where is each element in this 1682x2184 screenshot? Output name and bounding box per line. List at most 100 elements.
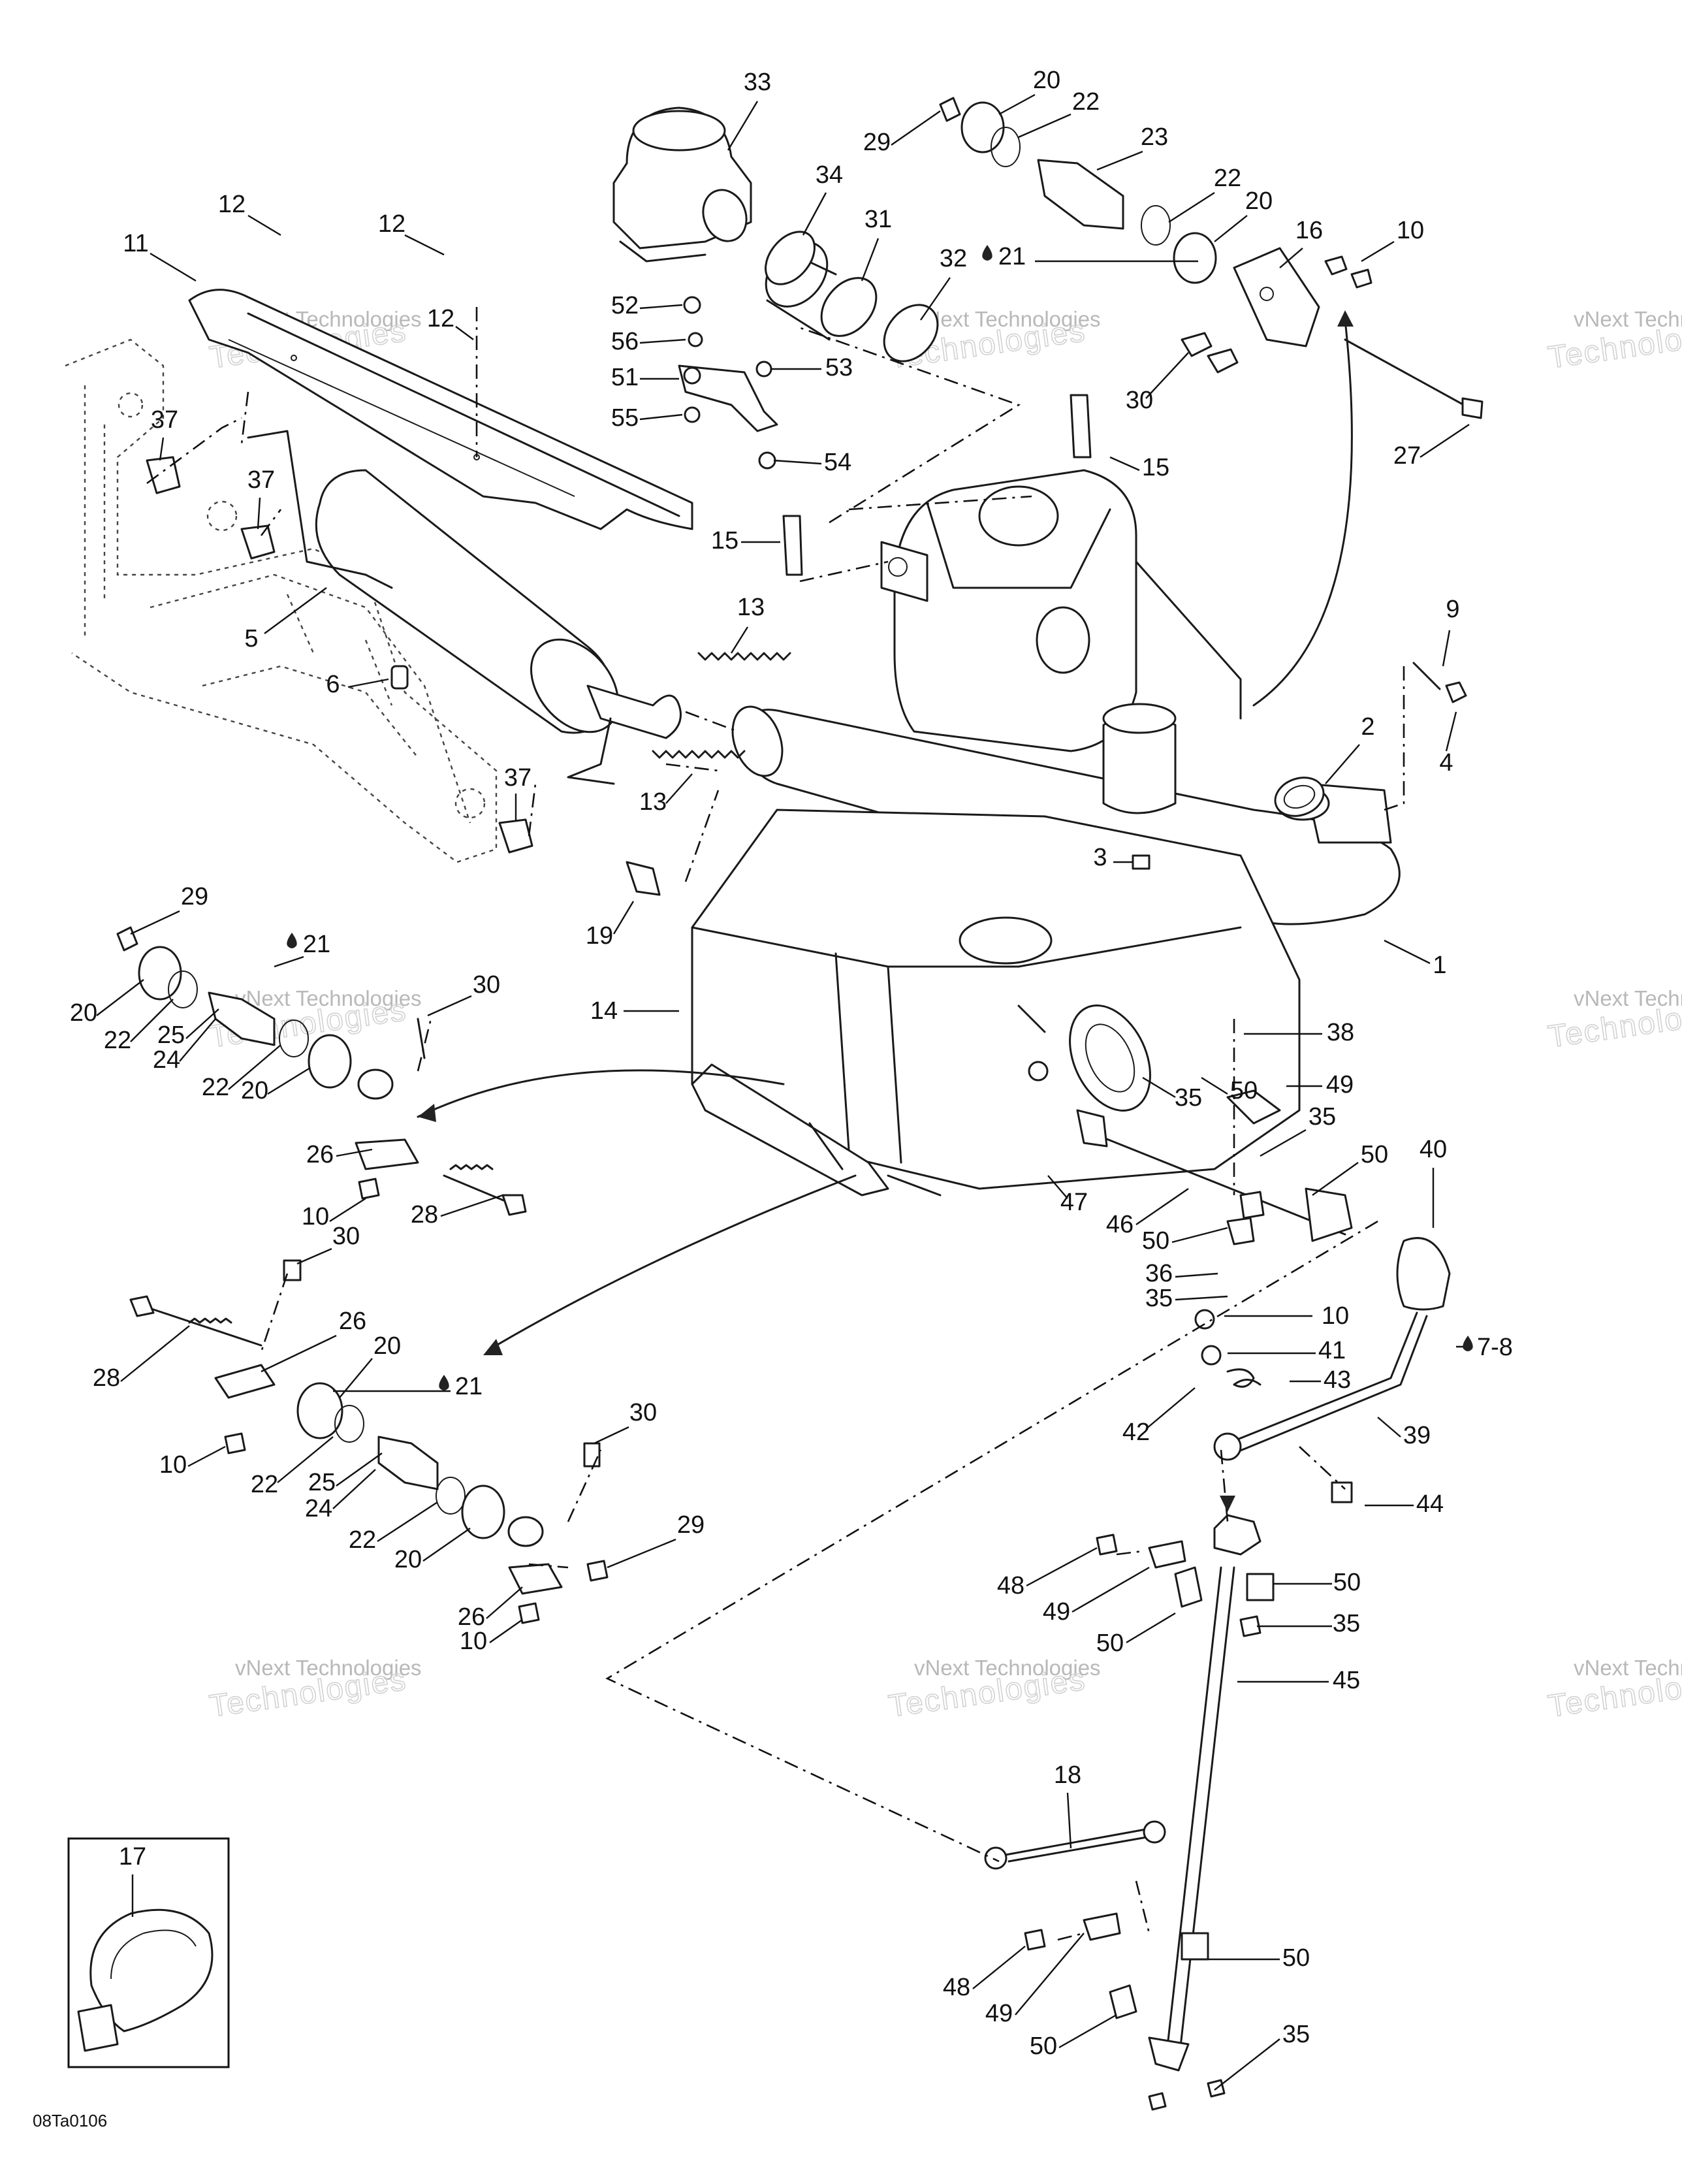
hose-clip xyxy=(626,861,661,896)
part-label-10d: 10 xyxy=(159,1451,187,1479)
callout-line-50g xyxy=(1201,1076,1228,1095)
arrow-head xyxy=(418,1104,436,1122)
part-label-11: 11 xyxy=(123,230,148,257)
part-label-49c: 49 xyxy=(985,2000,1013,2027)
callout-line-35c xyxy=(1175,1295,1228,1301)
callout-line-50a xyxy=(1312,1162,1359,1196)
callout-line-30a xyxy=(1145,352,1189,399)
part-label-18: 18 xyxy=(1054,1761,1081,1789)
part-label-25b: 25 xyxy=(308,1469,336,1496)
callout-line-29c xyxy=(607,1538,676,1569)
watermark-text: vNext Technologies xyxy=(235,986,422,1010)
carburetor xyxy=(612,106,752,263)
oil-drop-icon xyxy=(982,245,992,261)
part-label-55: 55 xyxy=(611,404,639,432)
upper-engine-mount xyxy=(939,97,1484,419)
arrow-head xyxy=(1220,1496,1235,1512)
part-label-50a: 50 xyxy=(1361,1141,1388,1168)
callout-line-13b xyxy=(665,773,693,804)
callout-line-37b xyxy=(257,497,261,530)
callout-line-32 xyxy=(920,277,951,321)
left-lower-mount xyxy=(129,1259,609,1624)
callout-line-29b xyxy=(130,910,180,935)
part-label-52: 52 xyxy=(611,292,639,319)
part-label-13a: 13 xyxy=(737,594,765,621)
callout-line-22b xyxy=(1168,191,1215,223)
part-label-30a: 30 xyxy=(1126,387,1153,414)
part-label-23: 23 xyxy=(1141,123,1168,151)
callout-line-10e xyxy=(489,1619,523,1643)
part-label-49a: 49 xyxy=(1326,1071,1354,1099)
part-label-13b: 13 xyxy=(639,788,667,816)
callout-line-10d xyxy=(187,1445,226,1468)
shift-lever xyxy=(1194,1237,1451,1503)
oil-drop-icon xyxy=(439,1375,449,1390)
part-label-17: 17 xyxy=(119,1843,146,1871)
part-label-40: 40 xyxy=(1420,1136,1447,1163)
callout-line-26b xyxy=(261,1334,337,1373)
exhaust-gasket xyxy=(1274,777,1325,817)
callout-line-22a xyxy=(1018,113,1071,138)
callout-line-18 xyxy=(1066,1792,1072,1849)
part-label-1: 1 xyxy=(1433,952,1446,979)
part-label-39: 39 xyxy=(1403,1422,1431,1449)
callout-line-22f xyxy=(377,1501,438,1543)
part-label-50b: 50 xyxy=(1142,1227,1169,1255)
part-label-25a: 25 xyxy=(157,1021,185,1049)
engine xyxy=(691,469,1301,1196)
shift-rod xyxy=(1148,1514,1262,2111)
callout-line-35e xyxy=(1214,2038,1280,2091)
part-label-34: 34 xyxy=(816,161,843,189)
linkage-rod xyxy=(984,1820,1166,1870)
clamps xyxy=(765,231,939,362)
part-label-45: 45 xyxy=(1333,1667,1360,1694)
part-label-28a: 28 xyxy=(411,1201,438,1228)
part-label-10c: 10 xyxy=(1322,1302,1349,1330)
callout-line-12c xyxy=(455,326,474,340)
callout-line-37a xyxy=(159,437,165,461)
arrow-head xyxy=(1337,310,1354,327)
callout-line-20c xyxy=(96,979,144,1016)
callout-line-31 xyxy=(861,238,880,281)
part-label-20b: 20 xyxy=(1245,187,1273,215)
part-label-50g: 50 xyxy=(1230,1077,1258,1104)
part-label-35a: 35 xyxy=(1175,1084,1202,1112)
part-label-12a: 12 xyxy=(218,191,246,218)
part-labels: 1234567-89101010101011121212131314151516… xyxy=(70,67,1513,2060)
callout-line-9 xyxy=(1442,630,1451,667)
part-label-30d: 30 xyxy=(629,1399,657,1426)
callout-line-20f xyxy=(422,1528,471,1562)
callout-line-11 xyxy=(150,252,197,282)
part-label-48b: 48 xyxy=(943,1974,970,2001)
part-label-24b: 24 xyxy=(305,1495,332,1522)
callout-line-24b xyxy=(332,1469,376,1509)
callout-line-25a xyxy=(185,1008,219,1039)
part-label-22b: 22 xyxy=(1214,165,1241,192)
part-label-26a: 26 xyxy=(306,1141,334,1168)
callout-line-1 xyxy=(1384,939,1431,965)
callout-line-12b xyxy=(404,234,445,256)
callout-line-25b xyxy=(336,1453,383,1486)
exhaust-springs xyxy=(652,652,791,759)
callout-line-28b xyxy=(120,1325,190,1382)
part-label-21b: 21 xyxy=(303,931,330,958)
part-label-29b: 29 xyxy=(181,883,208,910)
callout-line-39 xyxy=(1377,1417,1401,1437)
figure-code: 08Ta0106 xyxy=(33,2111,107,2130)
callout-lines xyxy=(96,93,1472,2091)
part-label-33: 33 xyxy=(744,69,771,96)
part-label-20d: 20 xyxy=(241,1077,268,1104)
callout-line-6 xyxy=(347,678,389,688)
part-label-30b: 30 xyxy=(473,971,500,999)
part-label-37c: 37 xyxy=(504,764,532,792)
part-label-22e: 22 xyxy=(251,1471,278,1498)
callout-line-34 xyxy=(802,192,827,236)
watermark-text: vNext Technologies xyxy=(235,1656,422,1680)
part-label-29c: 29 xyxy=(677,1511,705,1539)
callout-line-4 xyxy=(1445,711,1457,752)
rod-clamps xyxy=(1024,1534,1275,2019)
part-label-16: 16 xyxy=(1295,217,1323,244)
callout-line-22c xyxy=(130,999,174,1042)
part-label-15b: 15 xyxy=(711,527,738,554)
